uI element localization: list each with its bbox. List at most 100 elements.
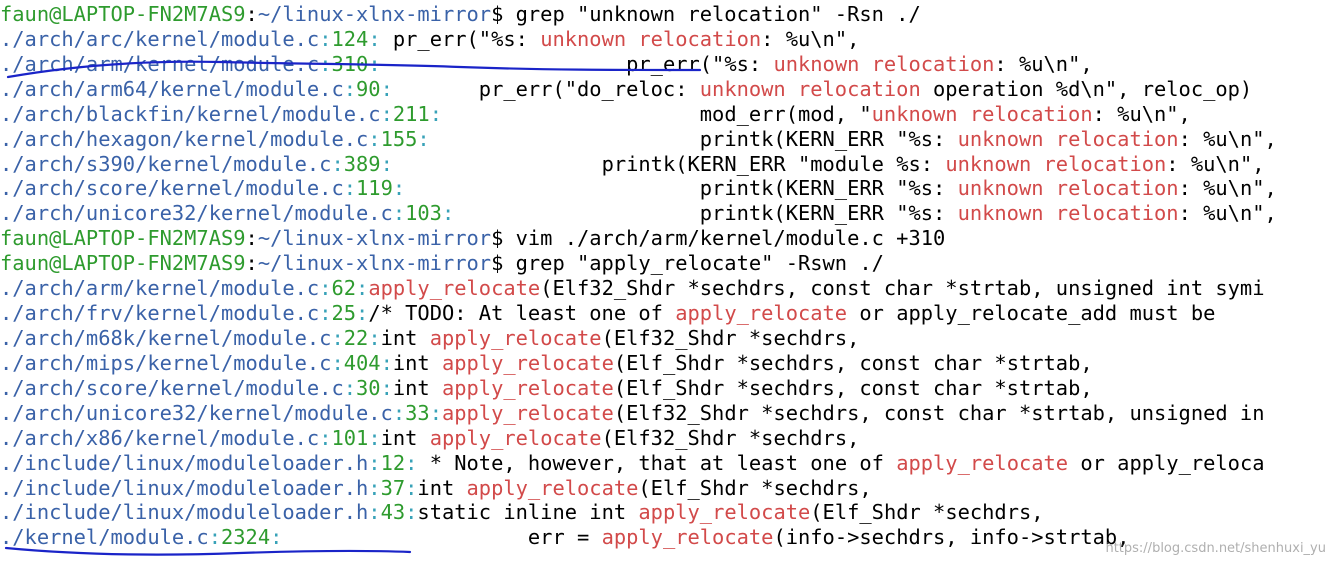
result-separator: :: [405, 475, 418, 500]
result-filename: ./arch/unicore32/kernel/module.c: [0, 201, 393, 226]
result-separator: :: [319, 51, 332, 76]
result-filename: ./arch/score/kernel/module.c: [0, 176, 344, 201]
result-separator: :: [368, 475, 381, 500]
result-line-number: 310: [331, 51, 369, 76]
result-separator: :: [417, 126, 430, 151]
line-text: : %u\n",: [1178, 126, 1277, 151]
result-separator: :: [380, 375, 393, 400]
line-text: int: [380, 325, 430, 350]
terminal-output: faun@LAPTOP-FN2M7AS9:~/linux-xlnx-mirror…: [0, 2, 1277, 550]
result-separator: :: [380, 76, 393, 101]
result-separator: :: [392, 176, 406, 201]
result-separator: :: [331, 151, 344, 176]
result-filename: ./arch/mips/kernel/module.c: [0, 350, 332, 375]
result-separator: :: [319, 276, 332, 301]
result-separator: :: [331, 350, 344, 375]
line-text: (Elf32_Shdr *sechdrs,: [601, 325, 860, 350]
line-text: (Elf32_Shdr *sechdrs,: [601, 425, 860, 450]
match-highlight: unknown relocation: [871, 101, 1093, 126]
grep-result-line: ./arch/s390/kernel/module.c:389: printk(…: [0, 152, 1277, 177]
line-text: int: [380, 425, 430, 450]
line-text: :: [245, 2, 258, 26]
result-separator: :: [405, 500, 418, 525]
line-text: pr_err("%s:: [380, 26, 541, 51]
prompt-user-host: faun@LAPTOP-FN2M7AS9: [0, 2, 246, 26]
line-text: (info->sechdrs, info->strtab,: [773, 525, 1130, 550]
line-text: printk(KERN_ERR "%s:: [454, 201, 958, 226]
line-text: pr_err("do_reloc:: [392, 76, 700, 101]
result-separator: :: [368, 126, 381, 151]
match-highlight: apply_relocate: [601, 525, 774, 550]
result-separator: :: [319, 301, 332, 326]
match-highlight: unknown relocation: [773, 51, 995, 76]
line-text: $ grep "unknown relocation" -Rsn ./: [491, 2, 921, 26]
grep-result-line: ./include/linux/moduleloader.h:37:int ap…: [0, 476, 1277, 501]
prompt-path: ~/linux-xlnx-mirror: [257, 251, 492, 276]
match-highlight: unknown relocation: [699, 76, 921, 101]
prompt-path: ~/linux-xlnx-mirror: [257, 2, 492, 26]
result-filename: ./arch/unicore32/kernel/module.c: [0, 400, 393, 425]
match-highlight: apply_relocate: [896, 450, 1069, 475]
match-highlight: unknown relocation: [957, 201, 1179, 226]
result-separator: :: [429, 101, 442, 126]
line-text: * Note, however, that at least one of: [417, 450, 897, 475]
result-separator: :: [368, 450, 381, 475]
line-text: pr_err("%s:: [380, 51, 774, 76]
line-text: or apply_reloca: [1068, 450, 1265, 475]
result-line-number: 404: [343, 350, 381, 375]
result-line-number: 211: [392, 101, 430, 126]
grep-result-line: ./arch/arc/kernel/module.c:124: pr_err("…: [0, 27, 1277, 52]
result-filename: ./arch/score/kernel/module.c: [0, 375, 344, 400]
line-text: :: [245, 251, 258, 276]
grep-result-line: ./arch/score/kernel/module.c:119: printk…: [0, 176, 1277, 201]
result-separator: :: [405, 450, 418, 475]
result-separator: :: [343, 375, 357, 400]
result-filename: ./include/linux/moduleloader.h: [0, 500, 369, 525]
result-line-number: 90: [356, 76, 381, 101]
line-text: int: [392, 350, 442, 375]
line-text: err =: [282, 525, 602, 550]
grep-result-line: ./arch/unicore32/kernel/module.c:103: pr…: [0, 201, 1277, 226]
line-text: : %u\n",: [1178, 176, 1277, 201]
result-filename: ./include/linux/moduleloader.h: [0, 475, 369, 500]
result-line-number: 22: [343, 325, 369, 350]
result-separator: :: [380, 350, 393, 375]
result-separator: :: [356, 301, 369, 326]
result-filename: ./arch/arm/kernel/module.c: [0, 51, 320, 76]
match-highlight: apply_relocate: [429, 425, 602, 450]
grep-result-line: ./arch/arm64/kernel/module.c:90: pr_err(…: [0, 77, 1277, 102]
match-highlight: apply_relocate: [441, 400, 614, 425]
result-filename: ./arch/arm64/kernel/module.c: [0, 76, 344, 101]
line-text: static inline int: [417, 500, 639, 525]
line-text: int: [392, 375, 442, 400]
line-text: /* TODO: At least one of: [368, 301, 676, 326]
result-filename: ./kernel/module.c: [0, 525, 209, 550]
line-text: printk(KERN_ERR "%s:: [405, 176, 958, 201]
grep-result-line: ./arch/arm/kernel/module.c:62:apply_relo…: [0, 276, 1277, 301]
line-text: printk(KERN_ERR "module %s:: [392, 151, 946, 176]
match-highlight: unknown relocation: [540, 26, 762, 51]
result-filename: ./arch/blackfin/kernel/module.c: [0, 101, 381, 126]
result-separator: :: [343, 176, 357, 201]
result-separator: :: [368, 500, 381, 525]
result-separator: :: [368, 325, 381, 350]
grep-result-line: ./arch/arm/kernel/module.c:310: pr_err("…: [0, 52, 1277, 77]
result-separator: :: [208, 525, 221, 550]
line-text: : %u\n",: [761, 26, 860, 51]
prompt-path: ~/linux-xlnx-mirror: [257, 226, 492, 251]
result-line-number: 2324: [220, 525, 271, 550]
line-text: (Elf_Shdr *sechdrs, const char *strtab,: [613, 375, 1093, 400]
line-text: mod_err(mod, ": [441, 101, 872, 126]
line-text: (Elf32_Shdr *sechdrs, const char *strtab…: [613, 400, 1265, 425]
result-line-number: 25: [331, 301, 357, 326]
grep-result-line: ./arch/unicore32/kernel/module.c:33:appl…: [0, 401, 1277, 426]
line-text: operation %d\n", reloc_op): [920, 76, 1253, 101]
line-text: (Elf_Shdr *sechdrs,: [810, 500, 1044, 525]
result-line-number: 389: [343, 151, 381, 176]
result-separator: :: [441, 201, 455, 226]
command-line: faun@LAPTOP-FN2M7AS9:~/linux-xlnx-mirror…: [0, 251, 1277, 276]
result-filename: ./arch/s390/kernel/module.c: [0, 151, 332, 176]
grep-result-line: ./arch/mips/kernel/module.c:404:int appl…: [0, 351, 1277, 376]
result-line-number: 43: [380, 500, 406, 525]
